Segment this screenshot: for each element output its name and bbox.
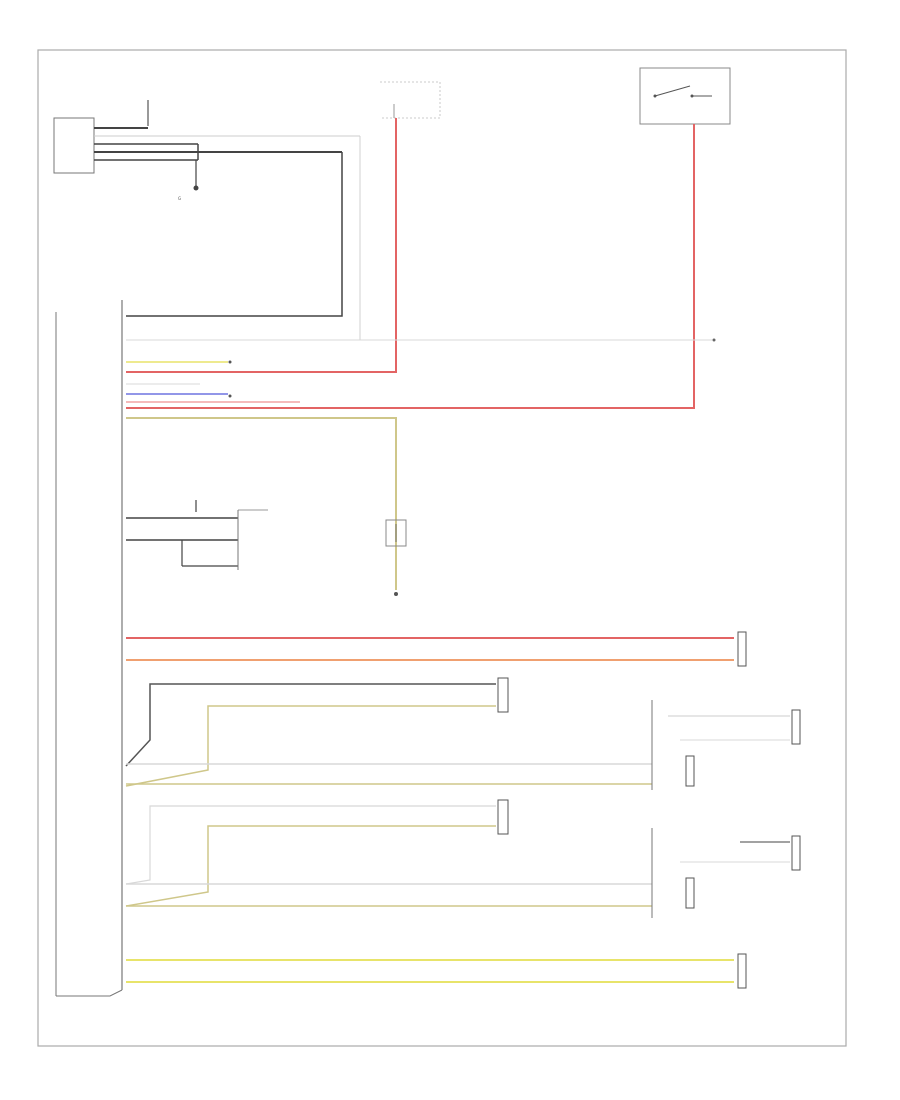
wire-courtesy-red [126, 124, 695, 409]
diagram-border [37, 49, 847, 1047]
ground-label: G [178, 196, 181, 201]
left-front-speakers [651, 828, 801, 918]
right-front-speakers [651, 700, 801, 790]
radio-unit [55, 300, 123, 997]
wire-antenna-black [126, 152, 343, 317]
right-rear-speaker [737, 631, 747, 667]
wire-tan-down [126, 417, 397, 590]
right-door-speaker [497, 677, 509, 713]
wire-rd-black [125, 683, 496, 767]
illumination-circuit [126, 500, 268, 570]
courtesy-switch [639, 67, 731, 125]
left-door-speaker [497, 799, 509, 835]
wire-antenna-gray [126, 136, 361, 341]
wire-fuse-red [126, 118, 397, 373]
wire-ld-tan [125, 825, 496, 907]
center-connector [385, 519, 407, 596]
wire-rd-tan [125, 705, 496, 787]
antenna-module: G [53, 100, 360, 201]
wire-ld-gray [125, 805, 496, 885]
fuse-block [380, 81, 441, 119]
left-rear-speaker [737, 953, 747, 989]
